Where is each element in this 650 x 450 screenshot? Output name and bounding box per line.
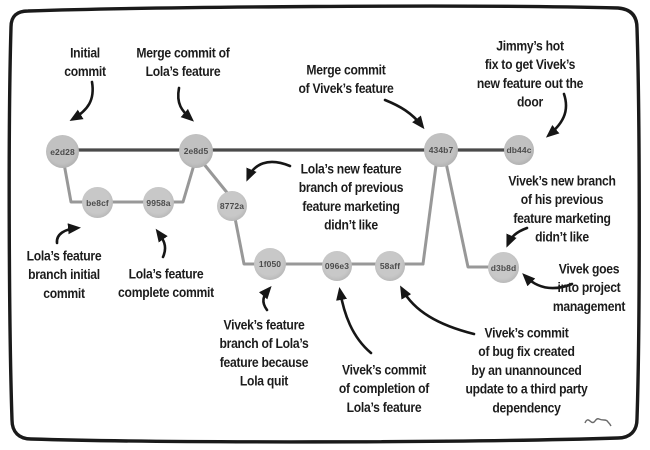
commit-node-096e3: 096e3 bbox=[322, 251, 352, 281]
arrow-vivek-goes-pm bbox=[522, 273, 574, 290]
arrow-merge-lola bbox=[176, 86, 194, 122]
commit-hash: 1f050 bbox=[258, 259, 282, 269]
annotation-merge-vivek: Merge commit of Vivek’s feature bbox=[298, 62, 394, 97]
commit-node-e2d28: e2d28 bbox=[46, 135, 79, 168]
commit-hash: db44c bbox=[506, 145, 532, 155]
annotation-initial-commit: Initial commit bbox=[64, 45, 106, 80]
commit-hash: 8772a bbox=[219, 201, 245, 211]
commit-hash: 9958a bbox=[146, 197, 171, 208]
annotation-lola-complete: Lola’s feature complete commit bbox=[118, 266, 214, 301]
arrow-vivek-completion bbox=[336, 287, 373, 355]
annotation-vivek-feature-branch: Vivek’s feature branch of Lola’s feature… bbox=[219, 317, 309, 389]
commit-hash: 2e8d5 bbox=[183, 146, 209, 156]
commit-node-1f050: 1f050 bbox=[254, 248, 286, 280]
commit-hash: 58aff bbox=[379, 261, 401, 271]
annotation-lola-new-feature: Lola’s new feature branch of previous fe… bbox=[298, 161, 404, 233]
commit-node-db44c: db44c bbox=[504, 135, 534, 165]
commit-node-434b7: 434b7 bbox=[424, 133, 458, 167]
commit-node-d3b8d: d3b8d bbox=[488, 252, 519, 283]
annotation-lola-branch-initial: Lola’s feature branch initial commit bbox=[26, 248, 102, 302]
annotation-vivek-bugfix: Vivek’s commit of bug fix created by an … bbox=[465, 325, 588, 416]
commit-node-9958a: 9958a bbox=[143, 187, 174, 218]
annotation-vivek-goes-pm: Vivek goes into project management bbox=[552, 261, 626, 315]
commit-hash: e2d28 bbox=[50, 146, 75, 157]
commit-hash: be8cf bbox=[86, 197, 109, 208]
edge-lola-branch bbox=[61, 156, 198, 204]
arrow-lola-new-feature bbox=[246, 160, 292, 182]
arrow-vivek-feature-branch bbox=[258, 285, 272, 312]
artist-signature bbox=[584, 418, 612, 427]
annotation-merge-lola: Merge commit of Lola’s feature bbox=[136, 45, 230, 80]
arrow-vivek-new-branch bbox=[506, 226, 529, 248]
commit-node-8772a: 8772a bbox=[217, 191, 247, 221]
annotation-vivek-completion: Vivek’s commit of completion of Lola’s f… bbox=[338, 362, 430, 416]
commit-node-be8cf: be8cf bbox=[82, 187, 113, 218]
commit-node-58aff: 58aff bbox=[375, 251, 405, 281]
arrow-lola-complete bbox=[155, 228, 168, 259]
arrow-initial-commit bbox=[69, 80, 94, 122]
commit-hash: 096e3 bbox=[324, 261, 350, 271]
commit-hash: 434b7 bbox=[428, 145, 454, 155]
commit-node-2e8d5: 2e8d5 bbox=[179, 134, 213, 168]
arrow-lola-branch-initial bbox=[55, 223, 81, 245]
arrow-merge-vivek bbox=[383, 98, 425, 130]
arrow-vivek-bugfix bbox=[400, 285, 476, 336]
annotation-jimmy-hotfix: Jimmy’s hot fix to get Vivek’s new featu… bbox=[476, 38, 584, 110]
annotation-vivek-new-branch: Vivek’s new branch of his previous featu… bbox=[508, 173, 616, 245]
panel-border bbox=[7, 4, 641, 444]
commit-hash: d3b8d bbox=[490, 262, 517, 273]
arrow-jimmy-hotfix bbox=[545, 92, 568, 138]
